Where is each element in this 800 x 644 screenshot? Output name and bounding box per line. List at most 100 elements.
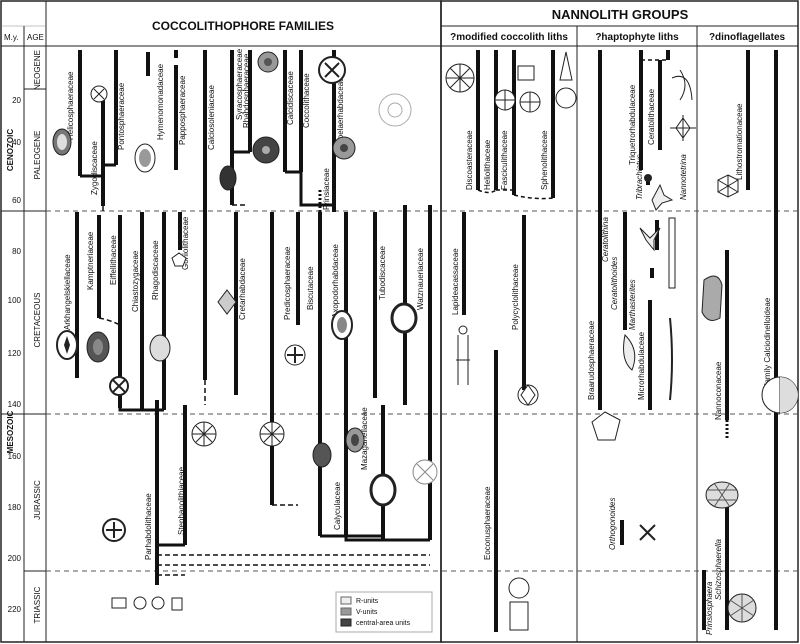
label-tubodiscaceae: Tubodiscaceae xyxy=(378,245,387,300)
tick-label: 100 xyxy=(8,296,22,305)
nannolith-frame xyxy=(440,0,799,643)
period-label-jurassic: JURASSIC xyxy=(33,480,42,520)
label-goniolithaceae: Goniolithaceae xyxy=(181,216,190,270)
label-ceratolithoides: Ceratolithoides xyxy=(610,257,619,310)
specimen-icon xyxy=(591,411,621,441)
label-helicosphaeraceae: Helicosphaeraceae xyxy=(66,71,75,140)
label-cretarhabdaceae: Cretarhabdaceae xyxy=(238,258,247,320)
specimen-icon xyxy=(390,302,418,334)
specimen-icon xyxy=(109,376,129,396)
legend-label-central-area: central-area units xyxy=(356,620,411,627)
specimen-icon xyxy=(761,376,799,414)
specimen-icon xyxy=(217,289,237,315)
label-zygodiscaceae: Zygodiscaceae xyxy=(90,141,99,195)
dino-labels: Lithostromationaceae Nannoconaceae Subfa… xyxy=(705,103,772,635)
specimen-icon xyxy=(727,593,757,623)
label-orthogonoides: Orthogonoides xyxy=(608,498,617,550)
specimen-icon xyxy=(318,56,346,84)
specimen-icon xyxy=(257,51,279,73)
dino-illustrations xyxy=(701,174,799,623)
specimen-icon xyxy=(701,275,723,321)
legend: R-units V-units central-area units xyxy=(335,591,433,633)
tick-label: 60 xyxy=(12,196,21,205)
my-label: M.y. xyxy=(4,33,19,42)
specimen-icon xyxy=(331,310,353,340)
legend-label-r-units: R-units xyxy=(356,598,379,605)
tick-label: 160 xyxy=(8,452,22,461)
label-biscutaceae: Biscutaceae xyxy=(306,266,315,310)
legend-label-v-units: V-units xyxy=(356,609,378,616)
specimen-icon xyxy=(456,325,470,385)
label-calciosoleniaceae: Calciosoleniaceae xyxy=(207,85,216,150)
specimen-icon xyxy=(671,69,693,101)
specimen-icon xyxy=(332,136,356,160)
label-watznaueriaceae: Watznaueriaceae xyxy=(416,247,425,310)
legend-box xyxy=(335,591,433,633)
coccolith-connectors xyxy=(80,150,430,585)
label-stephanolithiaceae: Stephanolithiaceae xyxy=(177,466,186,535)
specimen-icon xyxy=(445,63,475,93)
label-sphenolithaceae: Sphenolithaceae xyxy=(540,130,549,190)
label-prinsiosphaera: Prinsiosphaera xyxy=(705,581,714,635)
connector xyxy=(155,543,185,585)
tick-label: 180 xyxy=(8,503,22,512)
label-rhagodiscaceae: Rhagodiscaceae xyxy=(151,240,160,300)
specimen-icon xyxy=(86,331,110,363)
label-predicosphaeraceae: Predicosphaeraceae xyxy=(283,246,292,320)
label-triquetrorhabdulaceae: Triquetrorhabdulaceae xyxy=(628,84,637,165)
specimen-icon xyxy=(639,227,661,252)
label-lithostromationaceae: Lithostromationaceae xyxy=(735,103,744,180)
specimen-icon xyxy=(312,442,332,468)
modified-connectors xyxy=(477,189,554,200)
specimen-icon xyxy=(668,217,676,289)
specimen-icon xyxy=(623,333,636,371)
specimen-icon xyxy=(378,93,412,127)
subheader-haptophyte: ?haptophyte liths xyxy=(595,32,679,43)
specimen-icon xyxy=(102,518,126,542)
specimen-icon xyxy=(259,421,285,447)
specimen-icon xyxy=(191,421,217,447)
label-mazaganellaceae: Mazaganellaceae xyxy=(360,407,369,470)
label-fasciculithaceae: Fasciculithaceae xyxy=(500,130,509,190)
subheader-modified: ?modified coccolith liths xyxy=(450,32,568,43)
era-label-mesozoic: MESOZOIC xyxy=(6,410,15,453)
period-label-neogene: NEOGENE xyxy=(33,50,42,90)
tick-label: 20 xyxy=(12,96,21,105)
connector xyxy=(477,189,554,200)
legend-swatch-r-units xyxy=(340,596,352,605)
specimen-icon xyxy=(111,596,183,611)
specimen-icon xyxy=(517,65,541,113)
label-braarudosphaeraceae: Braarudosphaeraceae xyxy=(587,320,596,400)
modified-illustrations xyxy=(445,51,577,631)
coccolith-ranges xyxy=(75,50,432,585)
haptophyte-ranges xyxy=(598,50,670,545)
legend-swatch-v-units xyxy=(340,607,352,616)
label-eoconusphaeraceae: Eoconusphaeraceae xyxy=(483,486,492,560)
label-tribrachiatus: Tribrachiatus xyxy=(635,154,644,200)
connector xyxy=(344,536,430,542)
specimen-icon xyxy=(644,174,674,211)
label-discoasteraceae: Discoasteraceae xyxy=(465,130,474,190)
label-eiffellithaceae: Eiffellithaceae xyxy=(109,235,118,285)
label-lapideacassaceae: Lapideacassaceae xyxy=(451,248,460,315)
tick-label: 80 xyxy=(12,247,21,256)
label-arkhangelskiellaceae: Arkhangelskiellaceae xyxy=(63,254,72,330)
label-ceratolithaceae: Ceratolithaceae xyxy=(647,88,656,145)
tick-label: 120 xyxy=(8,349,22,358)
label-nannoconaceae: Nannoconaceae xyxy=(714,361,723,420)
label-calciodinelloideae: Subfamily Calciodinelloideae xyxy=(763,297,772,400)
tick-label: 140 xyxy=(8,400,22,409)
specimen-icon xyxy=(669,317,673,401)
specimen-icon xyxy=(171,252,187,267)
label-nannotetrina: Nannotetrina xyxy=(679,154,688,200)
subheader-dinoflagellates: ?dinoflagellates xyxy=(709,32,786,43)
period-label-cretaceous: CRETACEOUS xyxy=(33,293,42,348)
family-labels: Helicosphaeraceae Zygodiscaceae Pontosph… xyxy=(63,48,425,560)
specimen-icon xyxy=(412,459,438,485)
specimen-icon xyxy=(52,128,72,156)
modified-labels: Discoasteraceae Heliolithaceae Fasciculi… xyxy=(451,130,549,560)
label-marthasterites: Marthasterites xyxy=(628,279,637,330)
connector xyxy=(285,170,334,207)
nannolith-title: NANNOLITH GROUPS xyxy=(552,7,689,22)
